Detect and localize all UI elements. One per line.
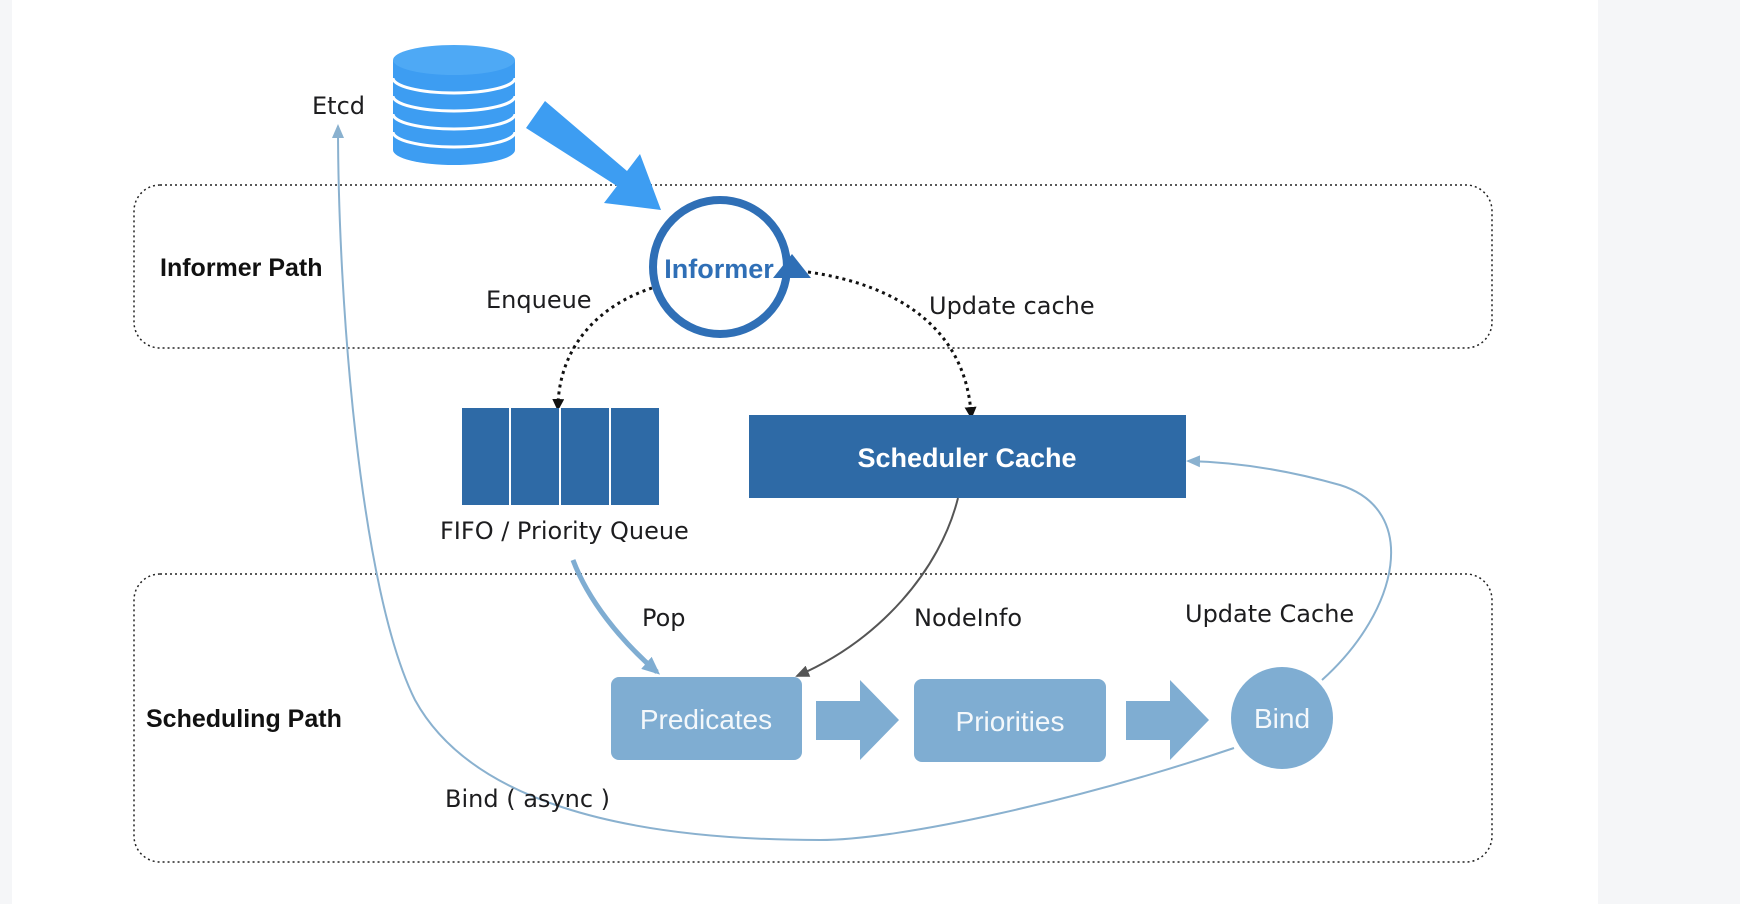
pop-label: Pop	[642, 604, 686, 632]
update-cache-return-arrow	[1186, 455, 1393, 681]
scheduling-path-box	[133, 573, 1493, 863]
update-cache-arrow	[807, 270, 977, 419]
etcd-label: Etcd	[312, 92, 365, 120]
bind-label: Bind	[1254, 703, 1310, 734]
enqueue-label: Enqueue	[486, 286, 592, 314]
informer-label: Informer	[664, 254, 774, 284]
bind-circle	[1231, 667, 1333, 769]
enqueue-arrow	[552, 286, 653, 411]
predicates-to-priorities-arrow	[816, 680, 899, 760]
priorities-box	[914, 679, 1106, 762]
cycle-arrow-icon	[649, 196, 811, 338]
pop-arrow	[570, 559, 661, 675]
predicates-label: Predicates	[640, 704, 772, 735]
priorities-label: Priorities	[956, 706, 1065, 737]
scheduling-path-label: Scheduling Path	[146, 705, 342, 733]
nodeinfo-arrow	[795, 497, 959, 677]
database-icon	[391, 45, 517, 165]
update-cache-bottom-label: Update Cache	[1185, 600, 1354, 628]
queue-label: FIFO / Priority Queue	[440, 517, 689, 545]
informer-path-box	[133, 184, 1493, 349]
scheduler-cache-box	[749, 415, 1186, 498]
update-cache-top-label: Update cache	[929, 292, 1095, 320]
scheduler-cache-label: Scheduler Cache	[857, 443, 1076, 473]
bind-async-arrow	[332, 124, 1235, 842]
predicates-box	[611, 677, 802, 760]
nodeinfo-label: NodeInfo	[914, 604, 1022, 632]
priority-queue	[462, 408, 659, 505]
etcd-to-informer-arrow	[526, 101, 661, 210]
bind-async-label: Bind ( async )	[445, 785, 610, 813]
informer-path-label: Informer Path	[160, 254, 323, 282]
priorities-to-bind-arrow	[1126, 680, 1209, 760]
